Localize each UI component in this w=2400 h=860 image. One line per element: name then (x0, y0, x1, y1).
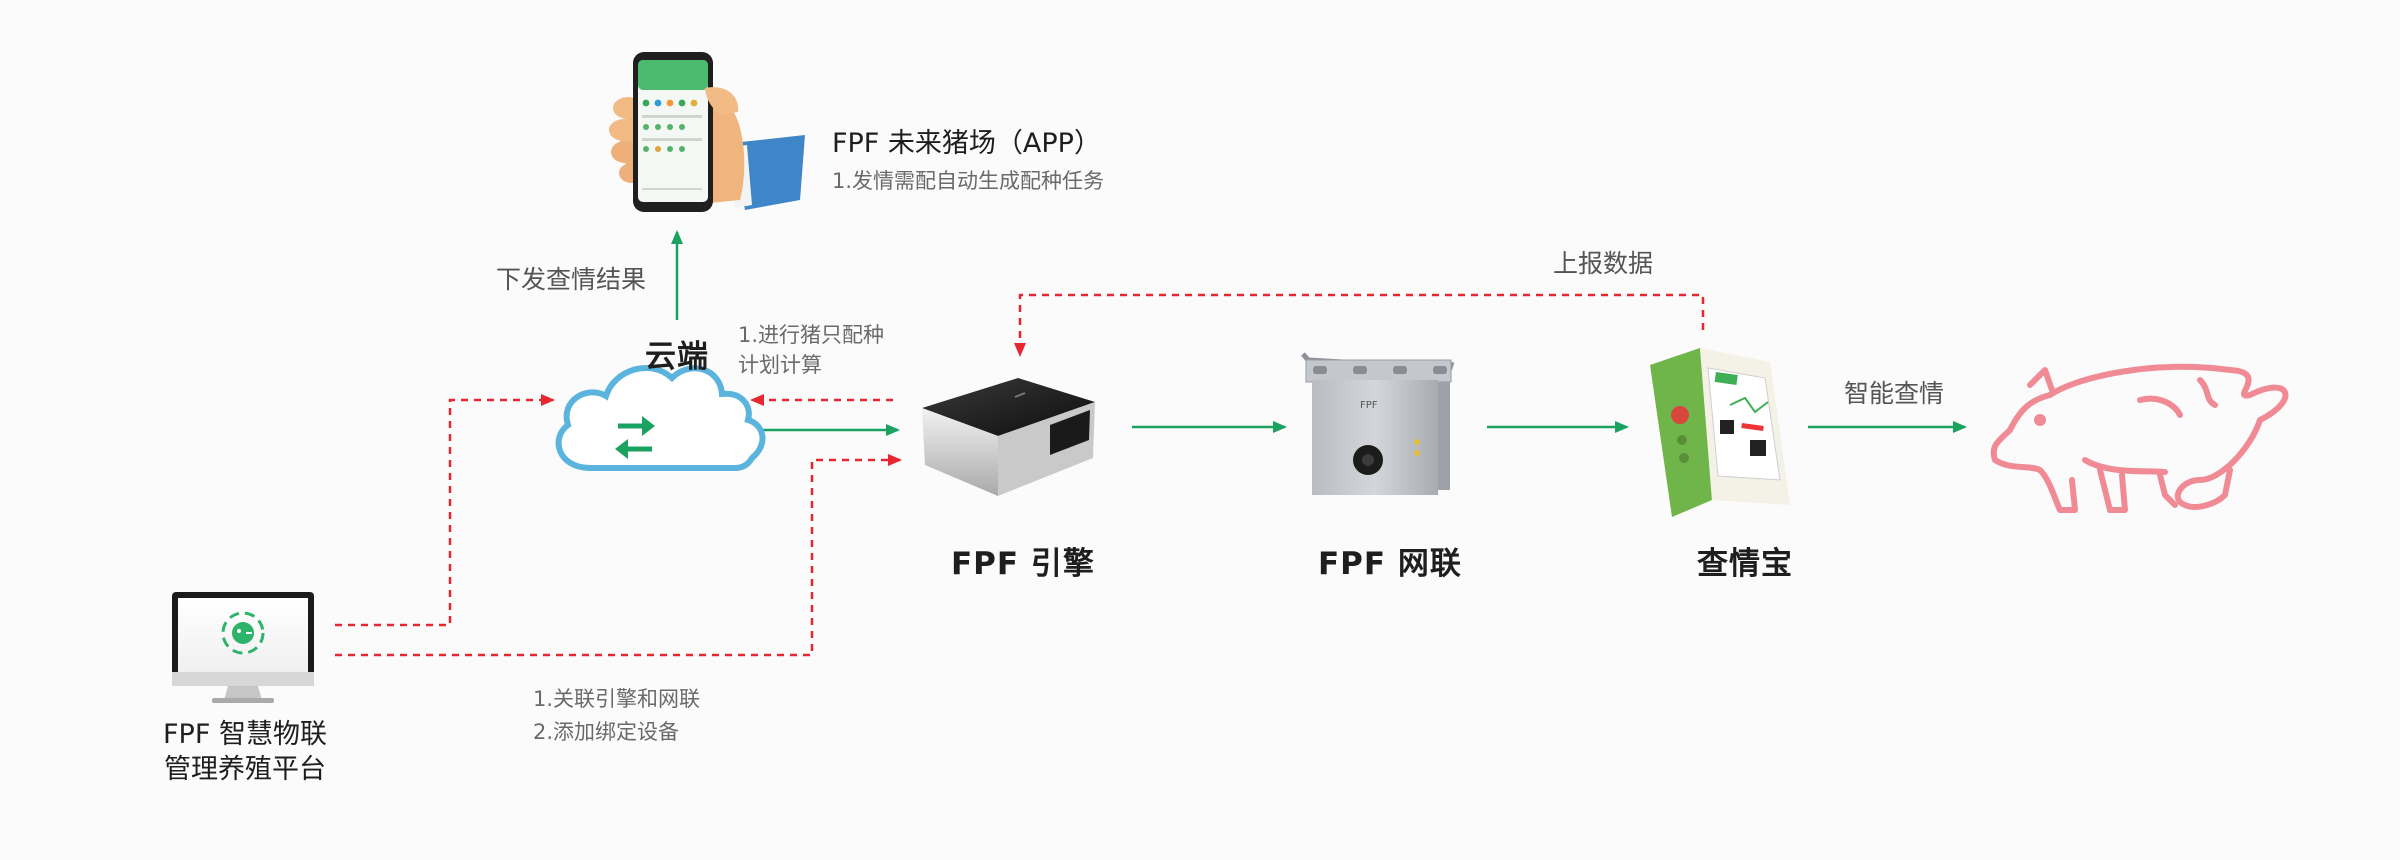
phone-in-hand-icon (609, 52, 805, 212)
edge-label-cloud-to-app: 下发查情结果 (496, 265, 647, 294)
cloud-calc-note-line2: 计划计算 (738, 353, 822, 377)
app-note: 1.发情需配自动生成配种任务 (832, 169, 1105, 193)
edge-detector-report (1014, 293, 1705, 357)
cloud-title: 云端 (645, 339, 709, 375)
edge-label-smart-detection: 智能查情 (1844, 379, 1945, 408)
platform-title: FPF 智慧物联 管理养殖平台 (130, 717, 360, 787)
cloud-calc-note-line1: 1.进行猪只配种 (738, 323, 885, 347)
pig-icon (1990, 363, 2289, 513)
app-title: FPF 未来猪场（APP） (832, 128, 1101, 159)
handheld-detector-icon (1650, 348, 1790, 517)
engine-title: FPF 引擎 (951, 546, 1095, 582)
cloud-sync-icon (555, 365, 766, 471)
platform-title-line1: FPF 智慧物联 (163, 719, 327, 750)
svg-text:FPF: FPF (1360, 400, 1378, 411)
detector-title: 查情宝 (1697, 546, 1793, 582)
engine-device-icon (922, 378, 1095, 496)
platform-note-line1: 1.关联引擎和网联 (533, 687, 701, 711)
gateway-box-icon: FPF (1301, 352, 1455, 495)
edge-platform-to-engine (335, 454, 902, 657)
gateway-title: FPF 网联 (1318, 546, 1462, 582)
platform-title-line2: 管理养殖平台 (164, 754, 326, 785)
edge-platform-to-cloud (335, 394, 555, 627)
edge-label-detector-report: 上报数据 (1553, 249, 1654, 278)
platform-note-line2: 2.添加绑定设备 (533, 720, 680, 744)
monitor-pig-logo-icon (172, 592, 314, 703)
